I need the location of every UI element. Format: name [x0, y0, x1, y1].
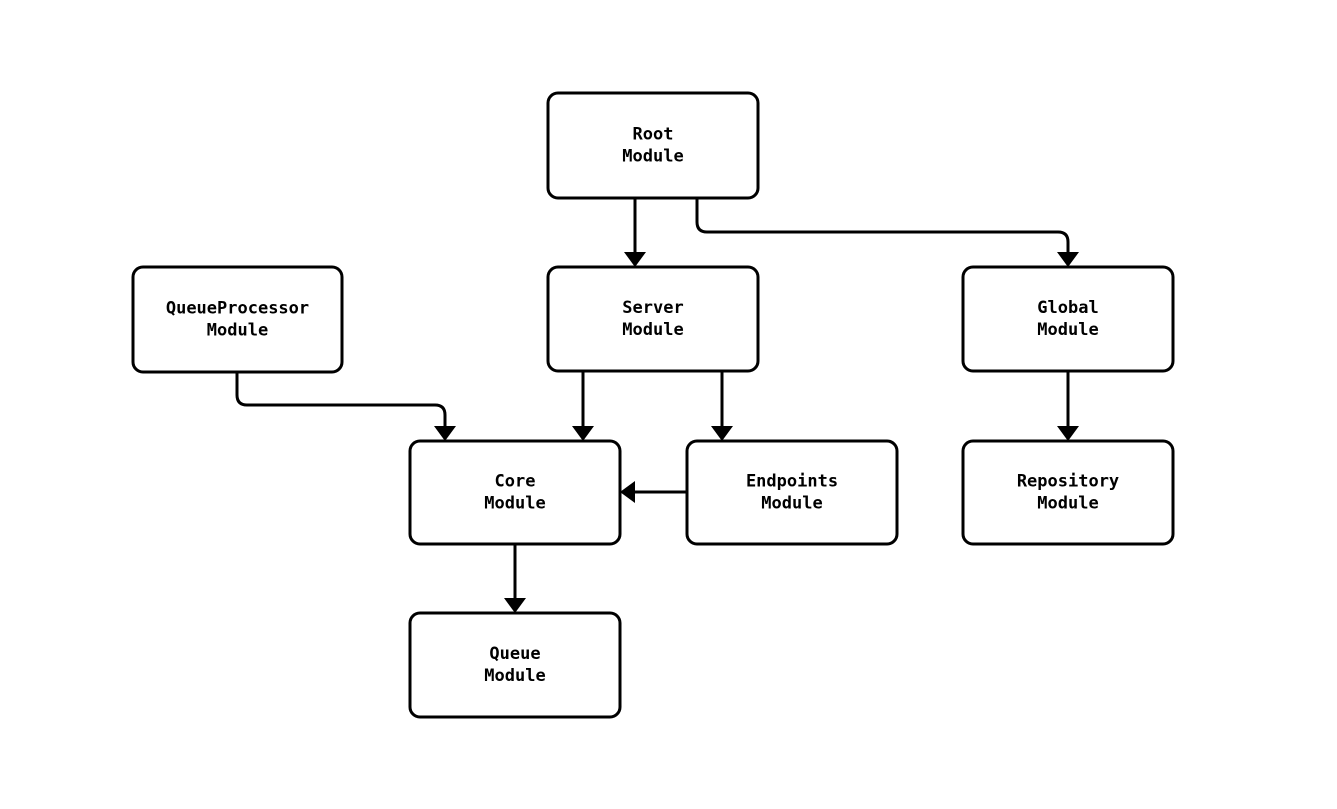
edge-line	[235, 372, 447, 429]
node-label-line: Module	[761, 494, 822, 514]
arrow-head-icon	[434, 426, 456, 441]
node-label-line: Module	[484, 666, 545, 686]
node-box[interactable]	[131, 265, 344, 374]
node-label-line: Server	[622, 298, 683, 318]
node-label-line: QueueProcessor	[166, 299, 309, 319]
node-label-line: Queue	[489, 644, 540, 664]
arrow-head-icon	[620, 481, 635, 503]
arrow-head-icon	[1057, 252, 1079, 267]
edge-global-to-repository	[1057, 371, 1079, 441]
edge-queueprocessor-to-core	[235, 372, 456, 441]
edge-line	[695, 198, 1070, 255]
edges-layer	[235, 198, 1079, 613]
node-box[interactable]	[961, 439, 1175, 546]
edge-root-to-global	[695, 198, 1079, 267]
node-label-line: Endpoints	[746, 472, 838, 492]
node-box[interactable]	[408, 611, 622, 719]
arrow-head-icon	[504, 598, 526, 613]
node-label-line: Module	[622, 320, 683, 340]
node-label-line: Repository	[1017, 472, 1119, 492]
edge-server-to-endpoints	[711, 371, 733, 441]
node-box[interactable]	[961, 265, 1175, 373]
node-box[interactable]	[685, 439, 899, 546]
edge-endpoints-to-core	[620, 481, 687, 503]
node-label-line: Module	[484, 494, 545, 514]
node-label-line: Module	[207, 321, 268, 341]
edge-server-to-core	[572, 371, 594, 441]
arrow-head-icon	[572, 426, 594, 441]
arrow-head-icon	[1057, 426, 1079, 441]
arrow-head-icon	[624, 252, 646, 267]
arrow-head-icon	[711, 426, 733, 441]
edge-root-to-server	[624, 198, 646, 267]
node-label-line: Module	[622, 147, 683, 167]
node-box[interactable]	[546, 265, 760, 373]
node-label-line: Root	[633, 125, 674, 145]
node-label-line: Module	[1037, 320, 1098, 340]
node-box[interactable]	[408, 439, 622, 546]
node-box[interactable]	[546, 91, 760, 200]
node-label-line: Core	[495, 472, 536, 492]
node-label-line: Global	[1037, 298, 1098, 318]
edge-core-to-queue	[504, 544, 526, 613]
node-label-line: Module	[1037, 494, 1098, 514]
